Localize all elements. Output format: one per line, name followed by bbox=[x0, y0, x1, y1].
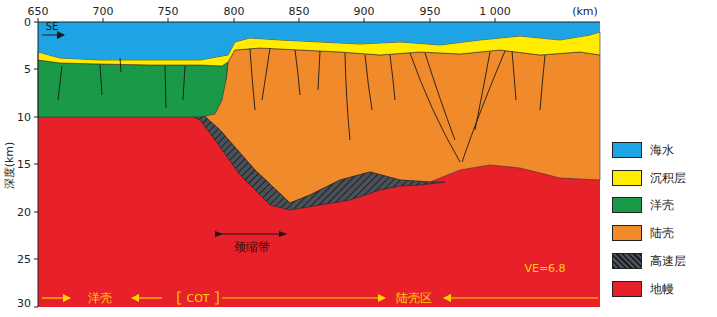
region-label: 洋壳 bbox=[88, 292, 112, 304]
scale-note: VE=6.8 bbox=[524, 263, 565, 274]
region-label: COT bbox=[186, 293, 209, 304]
fault-lines bbox=[58, 48, 545, 162]
tick-label: 950 bbox=[420, 6, 441, 17]
tick-label: 25 bbox=[17, 254, 31, 265]
legend-swatch bbox=[612, 197, 642, 213]
tick-label: 750 bbox=[158, 6, 179, 17]
legend-swatch bbox=[612, 253, 642, 269]
legend-swatch bbox=[612, 225, 642, 241]
legend-label: 高速层 bbox=[650, 255, 686, 267]
tick-label: 800 bbox=[224, 6, 245, 17]
zone-label: 颈缩带 bbox=[234, 241, 270, 253]
tick-label: 0 bbox=[24, 17, 31, 28]
range-arrow bbox=[222, 233, 286, 234]
sea-water bbox=[38, 22, 600, 60]
axis-title: 深度(km) bbox=[5, 141, 16, 189]
legend-label: 地幔 bbox=[650, 283, 674, 295]
tick-label: 5 bbox=[24, 64, 31, 75]
legend-label: 海水 bbox=[650, 144, 674, 156]
tick-label: 20 bbox=[17, 207, 31, 218]
legend-label: 陆壳 bbox=[650, 227, 674, 239]
legend-swatch bbox=[612, 281, 642, 297]
tick-label: 10 bbox=[17, 112, 31, 123]
tick-label: 850 bbox=[289, 6, 310, 17]
legend-label: 洋壳 bbox=[650, 199, 674, 211]
legend-swatch bbox=[612, 142, 642, 158]
tick-label: 650 bbox=[28, 6, 49, 17]
tick-label: 1 000 bbox=[479, 6, 511, 17]
tick-label: 30 bbox=[17, 298, 31, 309]
tick-label: 700 bbox=[93, 6, 114, 17]
oceanic-crust bbox=[38, 60, 228, 117]
direction-arrow bbox=[42, 35, 64, 36]
tick-label: 15 bbox=[17, 159, 31, 170]
mantle bbox=[38, 22, 600, 307]
legend-label: 沉积层 bbox=[650, 172, 686, 184]
direction-label: SE bbox=[46, 22, 59, 32]
legend-swatch bbox=[612, 170, 642, 186]
high-velocity-layer bbox=[185, 112, 445, 210]
range-arrows bbox=[42, 292, 598, 304]
axis-ticks bbox=[34, 18, 600, 307]
tick-label: 900 bbox=[354, 6, 375, 17]
region-label: 陆壳区 bbox=[396, 292, 432, 304]
axis-unit: (km) bbox=[572, 6, 598, 17]
